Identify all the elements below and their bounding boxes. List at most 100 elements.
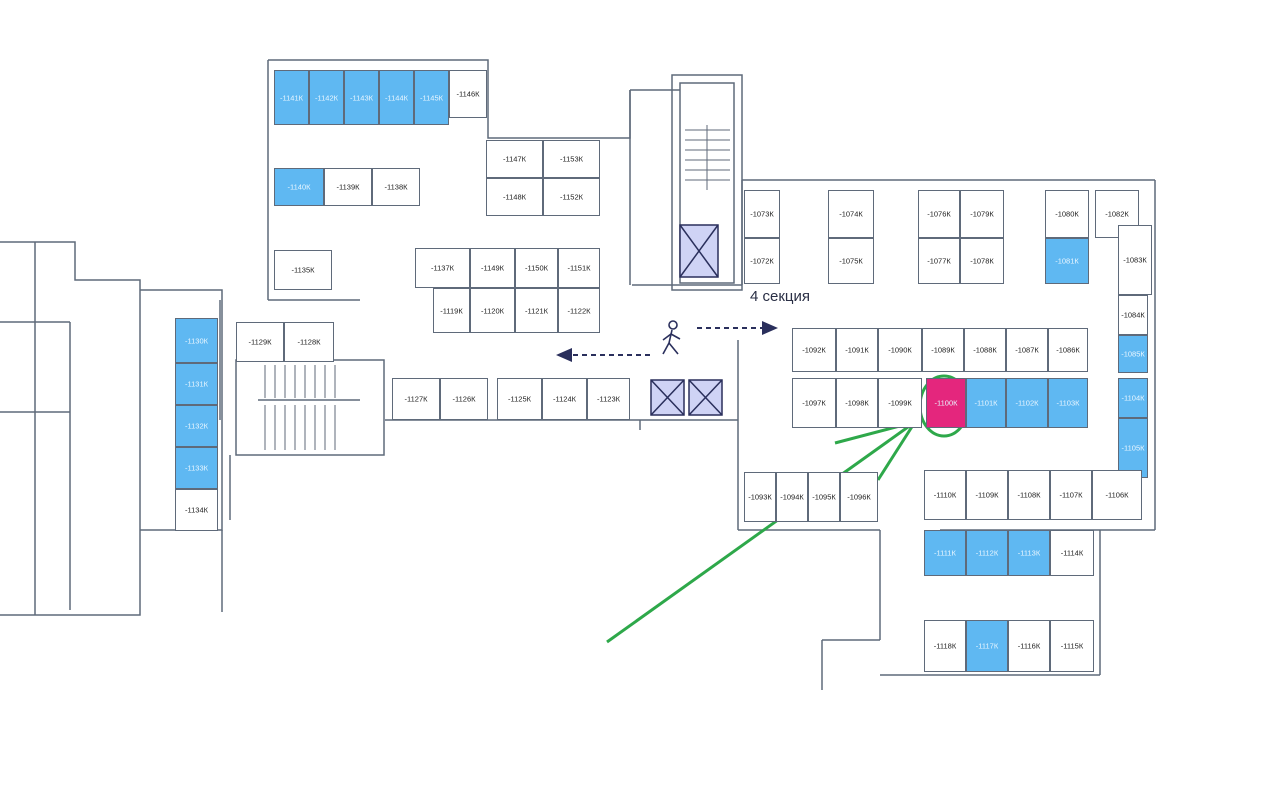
- storage-unit[interactable]: -1139К: [324, 168, 372, 206]
- storage-unit[interactable]: -1145К: [414, 70, 449, 125]
- storage-unit[interactable]: -1088К: [964, 328, 1006, 372]
- storage-unit[interactable]: -1127К: [392, 378, 440, 420]
- storage-unit[interactable]: -1152К: [543, 178, 600, 216]
- unit-number: -1153К: [560, 154, 583, 164]
- storage-unit[interactable]: -1120К: [470, 288, 515, 333]
- storage-unit[interactable]: -1149К: [470, 248, 515, 288]
- pointer-arrow: [606, 420, 917, 644]
- unit-number: -1150К: [525, 263, 548, 273]
- unit-number: -1088К: [973, 345, 997, 355]
- storage-unit[interactable]: -1083К: [1118, 225, 1152, 295]
- storage-unit[interactable]: -1123К: [587, 378, 630, 420]
- storage-unit[interactable]: -1087К: [1006, 328, 1048, 372]
- storage-unit[interactable]: -1121К: [515, 288, 558, 333]
- storage-unit[interactable]: -1091К: [836, 328, 878, 372]
- storage-unit[interactable]: -1107К: [1050, 470, 1092, 520]
- storage-unit[interactable]: -1125К: [497, 378, 542, 420]
- storage-unit[interactable]: -1122К: [558, 288, 600, 333]
- storage-unit[interactable]: -1119К: [433, 288, 470, 333]
- unit-number: -1075К: [839, 256, 863, 266]
- storage-unit[interactable]: -1118К: [924, 620, 966, 672]
- storage-unit[interactable]: -1140К: [274, 168, 324, 206]
- storage-unit[interactable]: -1075К: [828, 238, 874, 284]
- storage-unit[interactable]: -1080К: [1045, 190, 1089, 238]
- storage-unit[interactable]: -1131К: [175, 363, 218, 405]
- unit-number: -1101К: [974, 398, 998, 408]
- storage-unit[interactable]: -1150К: [515, 248, 558, 288]
- storage-unit[interactable]: -1084К: [1118, 295, 1148, 335]
- storage-unit[interactable]: -1144К: [379, 70, 414, 125]
- storage-unit[interactable]: -1102К: [1006, 378, 1048, 428]
- unit-number: -1123К: [597, 394, 620, 404]
- unit-number: -1107К: [1059, 490, 1083, 500]
- storage-unit[interactable]: -1092К: [792, 328, 836, 372]
- storage-unit[interactable]: -1078К: [960, 238, 1004, 284]
- storage-unit[interactable]: -1147К: [486, 140, 543, 178]
- storage-unit[interactable]: -1093К: [744, 472, 776, 522]
- storage-unit[interactable]: -1096К: [840, 472, 878, 522]
- storage-unit[interactable]: -1113К: [1008, 530, 1050, 576]
- storage-unit[interactable]: -1077К: [918, 238, 960, 284]
- storage-unit[interactable]: -1153К: [543, 140, 600, 178]
- storage-unit[interactable]: -1142К: [309, 70, 344, 125]
- storage-unit[interactable]: -1108К: [1008, 470, 1050, 520]
- storage-unit[interactable]: -1115К: [1050, 620, 1094, 672]
- storage-unit[interactable]: -1138К: [372, 168, 420, 206]
- storage-unit[interactable]: -1126К: [440, 378, 488, 420]
- unit-number: -1146К: [456, 89, 480, 99]
- storage-unit[interactable]: -1135К: [274, 250, 332, 290]
- storage-unit[interactable]: -1103К: [1048, 378, 1088, 428]
- storage-unit[interactable]: -1097К: [792, 378, 836, 428]
- storage-unit[interactable]: -1114К: [1050, 530, 1094, 576]
- storage-unit-selected[interactable]: -1100К: [926, 378, 966, 428]
- unit-number: -1083К: [1123, 255, 1147, 265]
- storage-unit[interactable]: -1105К: [1118, 418, 1148, 478]
- unit-number: -1130К: [185, 336, 208, 345]
- storage-unit[interactable]: -1112К: [966, 530, 1008, 576]
- storage-unit[interactable]: -1151К: [558, 248, 600, 288]
- storage-unit[interactable]: -1133К: [175, 447, 218, 489]
- unit-number: -1089К: [931, 345, 955, 355]
- storage-unit[interactable]: -1143К: [344, 70, 379, 125]
- storage-unit[interactable]: -1124К: [542, 378, 587, 420]
- storage-unit[interactable]: -1148К: [486, 178, 543, 216]
- storage-unit[interactable]: -1128К: [284, 322, 334, 362]
- storage-unit[interactable]: -1085К: [1118, 335, 1148, 373]
- storage-unit[interactable]: -1146К: [449, 70, 487, 118]
- storage-unit[interactable]: -1073К: [744, 190, 780, 238]
- unit-number: -1115К: [1060, 641, 1084, 651]
- unit-number: -1126К: [452, 394, 476, 404]
- storage-unit[interactable]: -1095К: [808, 472, 840, 522]
- storage-unit[interactable]: -1109К: [966, 470, 1008, 520]
- storage-unit[interactable]: -1099К: [878, 378, 922, 428]
- unit-number: -1103К: [1056, 398, 1080, 408]
- storage-unit[interactable]: -1106К: [1092, 470, 1142, 520]
- storage-unit[interactable]: -1141К: [274, 70, 309, 125]
- unit-number: -1147К: [503, 154, 526, 164]
- storage-unit[interactable]: -1137К: [415, 248, 470, 288]
- unit-number: -1109К: [975, 490, 999, 500]
- storage-unit[interactable]: -1090К: [878, 328, 922, 372]
- storage-unit[interactable]: -1089К: [922, 328, 964, 372]
- storage-unit[interactable]: -1129К: [236, 322, 284, 362]
- storage-unit[interactable]: -1094К: [776, 472, 808, 522]
- storage-unit[interactable]: -1130К: [175, 318, 218, 363]
- storage-unit[interactable]: -1104К: [1118, 378, 1148, 418]
- section-label: 4 секция: [750, 288, 811, 305]
- storage-unit[interactable]: -1117К: [966, 620, 1008, 672]
- storage-unit[interactable]: -1116К: [1008, 620, 1050, 672]
- storage-unit[interactable]: -1132К: [175, 405, 218, 447]
- storage-unit[interactable]: -1074К: [828, 190, 874, 238]
- unit-number: -1149К: [481, 263, 504, 273]
- storage-unit[interactable]: -1098К: [836, 378, 878, 428]
- unit-number: -1121К: [525, 306, 548, 315]
- storage-unit[interactable]: -1134К: [175, 489, 218, 531]
- storage-unit[interactable]: -1079К: [960, 190, 1004, 238]
- storage-unit[interactable]: -1076К: [918, 190, 960, 238]
- storage-unit[interactable]: -1110К: [924, 470, 966, 520]
- storage-unit[interactable]: -1072К: [744, 238, 780, 284]
- storage-unit[interactable]: -1086К: [1048, 328, 1088, 372]
- storage-unit[interactable]: -1081К: [1045, 238, 1089, 284]
- storage-unit[interactable]: -1111К: [924, 530, 966, 576]
- storage-unit[interactable]: -1101К: [966, 378, 1006, 428]
